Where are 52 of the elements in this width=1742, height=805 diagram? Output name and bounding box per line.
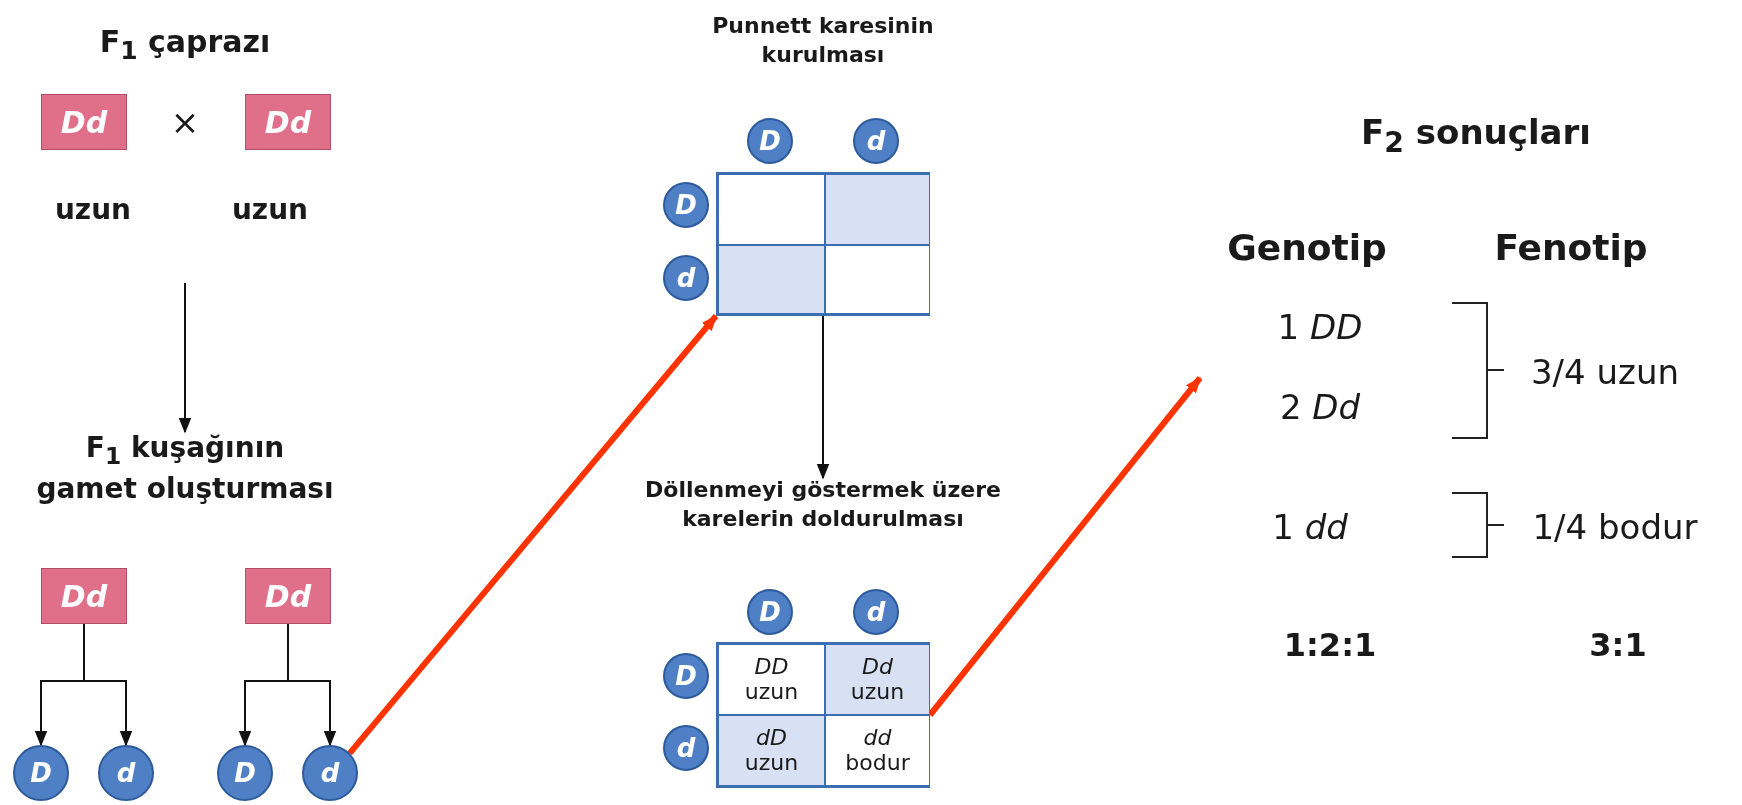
arrow bbox=[83, 623, 133, 747]
punnett-cell bbox=[825, 644, 930, 715]
genotype-label: 1 dd bbox=[1271, 506, 1349, 549]
allele-circle: D bbox=[747, 589, 793, 635]
genotype-box: Dd bbox=[41, 94, 127, 150]
arrow bbox=[287, 623, 337, 747]
phenotype-text: uzun bbox=[744, 750, 799, 775]
genotype-text: DD bbox=[754, 655, 789, 680]
heading: F$_{1}$ çaprazı bbox=[98, 23, 272, 67]
phenotype-text: uzun bbox=[850, 679, 905, 704]
genotype-box: Dd bbox=[41, 568, 127, 624]
ratio-label: 3:1 bbox=[1588, 625, 1648, 666]
genotype-label: 2 Dd bbox=[1278, 386, 1362, 429]
allele-circle: D bbox=[663, 182, 709, 228]
phenotype-text: bodur bbox=[845, 750, 910, 775]
heading: F$_{2}$ sonuçları bbox=[1360, 111, 1592, 161]
phenotype-label: uzun bbox=[53, 192, 133, 228]
punnett-cell bbox=[718, 644, 825, 715]
allele-circle: D bbox=[663, 653, 709, 699]
punnett-cell bbox=[718, 715, 825, 786]
ratio-label: 1:2:1 bbox=[1282, 625, 1378, 666]
genotype-label: 1 DD bbox=[1276, 306, 1364, 349]
allele-circle: d bbox=[98, 745, 154, 801]
allele-circle: d bbox=[853, 118, 899, 164]
phenotype-label: 3/4 uzun bbox=[1530, 351, 1680, 394]
phenotype-label: 1/4 bodur bbox=[1531, 506, 1699, 549]
genotype-box: Dd bbox=[245, 568, 331, 624]
column-heading: Fenotip bbox=[1493, 226, 1649, 270]
allele-circle: D bbox=[217, 745, 273, 801]
phenotype-label: uzun bbox=[230, 192, 310, 228]
allele-circle: d bbox=[663, 725, 709, 771]
phenotype-text: uzun bbox=[744, 679, 799, 704]
heading: Döllenmeyi göstermek üzere karelerin doldurulması bbox=[638, 476, 1008, 534]
empty-punnett-square bbox=[716, 172, 930, 316]
genotype-text: dd bbox=[863, 726, 892, 751]
punnett-square bbox=[716, 642, 930, 788]
allele-circle: d bbox=[663, 255, 709, 301]
allele-circle: D bbox=[13, 745, 69, 801]
genotype-box: Dd bbox=[245, 94, 331, 150]
genotype-text: Dd bbox=[862, 655, 893, 680]
column-heading: Genotip bbox=[1226, 226, 1388, 270]
allele-circle: d bbox=[302, 745, 358, 801]
heading: Punnett karesinin kurulması bbox=[711, 12, 935, 69]
arrow bbox=[816, 315, 830, 480]
heading: F$_{1}$ kuşağının gamet oluşturması bbox=[35, 430, 335, 508]
cross-sign: × bbox=[169, 101, 201, 144]
genotype-text: dD bbox=[756, 726, 787, 751]
arrow bbox=[178, 282, 192, 434]
allele-circle: D bbox=[747, 118, 793, 164]
punnett-cell bbox=[825, 715, 930, 786]
allele-circle: d bbox=[853, 589, 899, 635]
arrow bbox=[347, 314, 719, 756]
